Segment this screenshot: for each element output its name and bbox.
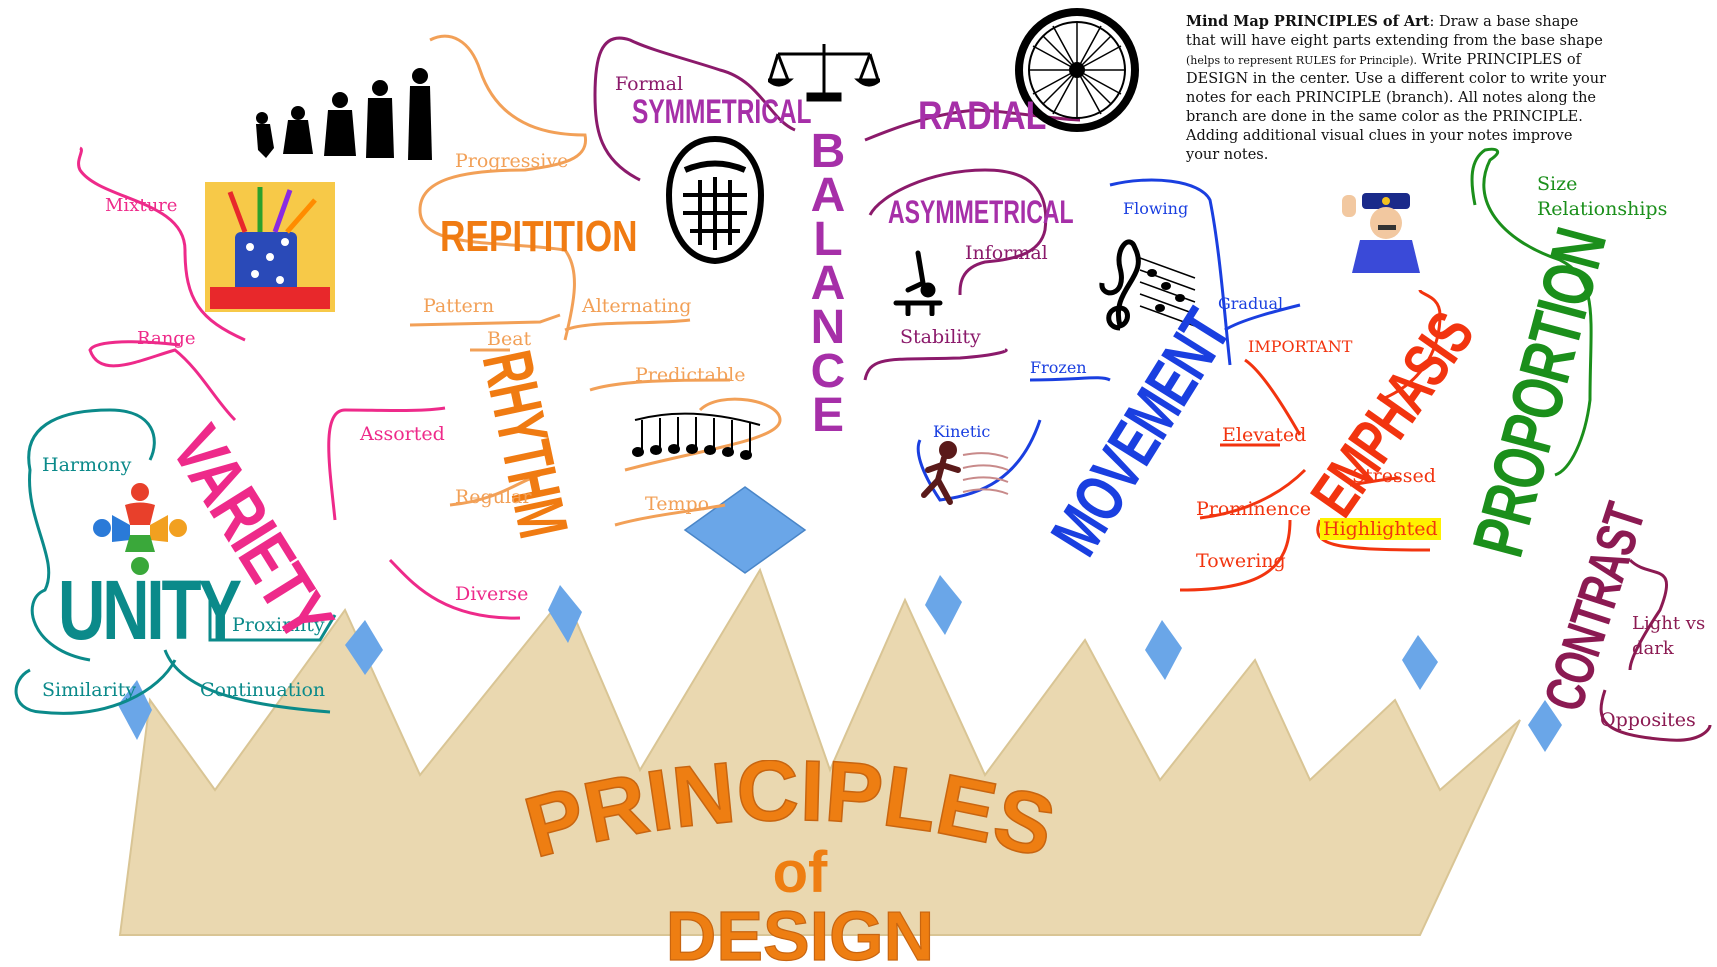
note-assorted: Assorted xyxy=(360,423,445,445)
evolution-silhouette-icon xyxy=(256,68,432,160)
note-formal: Formal xyxy=(615,73,684,95)
principle-asymmetrical: ASYMMETRICAL xyxy=(888,194,1074,230)
instructions-small-note: (helps to represent RULES for Principle)… xyxy=(1186,54,1418,67)
note-beat: Beat xyxy=(487,328,532,350)
instructions-paragraph: Mind Map PRINCIPLES of Art: Draw a base … xyxy=(1186,12,1606,165)
note-range: Range xyxy=(137,328,196,349)
principle-radial: RADIAL xyxy=(918,94,1047,138)
note-mixture: Mixture xyxy=(105,195,178,216)
bicycle-wheel-icon xyxy=(1015,8,1139,132)
note-kinetic: Kinetic xyxy=(933,422,991,441)
diamond-movement xyxy=(1145,620,1182,680)
note-prominence: Prominence xyxy=(1196,498,1312,520)
note-light-vs: Light vs xyxy=(1632,613,1706,634)
diamond-rhythm xyxy=(548,585,582,643)
diamond-unity xyxy=(118,680,152,740)
paint-brushes-cup-icon xyxy=(205,182,335,312)
note-highlighted: Highlighted xyxy=(1320,518,1441,540)
title-of: of xyxy=(773,840,828,905)
note-informal: Informal xyxy=(965,242,1048,264)
title-design: DESIGN xyxy=(666,897,934,967)
center-diamond xyxy=(683,486,807,574)
note-towering: Towering xyxy=(1196,550,1286,572)
note-proximity: Proximity xyxy=(232,614,325,636)
running-man-icon xyxy=(921,441,1009,505)
note-size: Size xyxy=(1537,173,1578,195)
note-flowing: Flowing xyxy=(1123,199,1189,218)
note-relationships: Relationships xyxy=(1537,198,1668,220)
scales-icon xyxy=(768,44,880,102)
treble-clef-music-icon xyxy=(1099,239,1196,331)
gymnast-icon xyxy=(893,250,943,316)
note-continuation: Continuation xyxy=(200,679,326,701)
note-gradual: Gradual xyxy=(1218,294,1284,313)
note-opposites: Opposites xyxy=(1600,709,1696,731)
note-progressive: Progressive xyxy=(455,150,569,172)
note-regular: Regular xyxy=(455,486,532,508)
note-stability: Stability xyxy=(900,326,981,348)
diamond-emphasis xyxy=(1402,635,1438,690)
note-stressed: Stressed xyxy=(1352,465,1436,487)
note-similarity: Similarity xyxy=(42,679,137,701)
note-elevated: Elevated xyxy=(1222,424,1307,446)
unity-people-icon xyxy=(93,483,187,575)
note-tempo: Tempo xyxy=(645,493,710,515)
principle-symmetrical: SYMMETRICAL xyxy=(632,93,812,131)
instructions-heading: Mind Map PRINCIPLES of Art xyxy=(1186,13,1430,30)
principle-unity: UNITY xyxy=(58,563,242,657)
music-notes-icon xyxy=(632,412,761,460)
note-frozen: Frozen xyxy=(1030,358,1087,377)
principle-repitition: REPITITION xyxy=(440,212,638,261)
hockey-mask-icon xyxy=(665,135,765,265)
diamond-balance xyxy=(925,575,962,635)
note-diverse: Diverse xyxy=(455,583,529,605)
note-pattern: Pattern xyxy=(423,295,495,317)
note-important: IMPORTANT xyxy=(1248,337,1353,356)
note-harmony: Harmony xyxy=(42,454,132,476)
instructions-rest: Write PRINCIPLES of DESIGN in the center… xyxy=(1186,52,1607,163)
note-predictable: Predictable xyxy=(635,364,746,386)
diamond-contrast xyxy=(1528,700,1562,752)
police-officer-icon xyxy=(1342,193,1420,273)
principle-balance: BALANCE xyxy=(810,125,846,442)
diamond-variety xyxy=(345,620,383,675)
note-dark: dark xyxy=(1632,638,1674,659)
note-alternating: Alternating xyxy=(582,295,692,317)
principles-of-design-title: PRINCIPLES of DESIGN xyxy=(515,760,1065,967)
instructions-sentence1: : Draw a base shape that will have eight… xyxy=(1186,14,1603,49)
highlighted-marker: Highlighted xyxy=(1320,518,1441,540)
